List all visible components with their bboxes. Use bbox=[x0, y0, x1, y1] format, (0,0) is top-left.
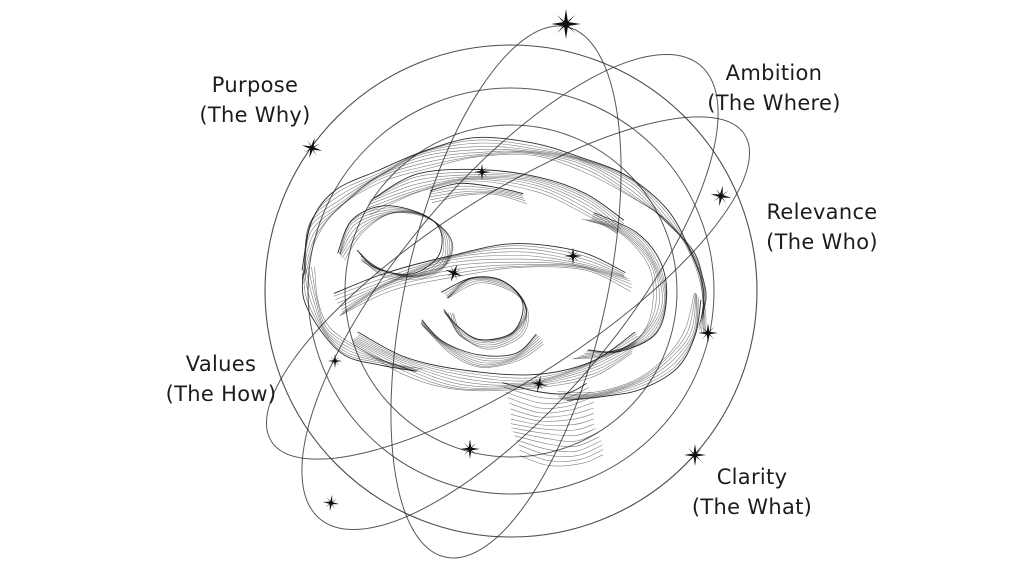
orbit-ellipse-wide bbox=[265, 116, 751, 460]
star-icon bbox=[564, 247, 582, 265]
star-icon bbox=[551, 9, 581, 39]
label-purpose-subtitle: (The Why) bbox=[199, 103, 311, 127]
orbit-ellipse-vertical bbox=[390, 25, 622, 559]
label-purpose: Purpose (The Why) bbox=[199, 70, 310, 130]
label-relevance: Relevance (The Who) bbox=[766, 197, 878, 257]
star-icon bbox=[327, 353, 343, 369]
orbit-circle-inner bbox=[344, 124, 678, 458]
orbit-circle-outer bbox=[264, 44, 758, 538]
label-values: Values (The How) bbox=[166, 349, 277, 409]
label-clarity-subtitle: (The What) bbox=[691, 495, 813, 519]
label-values-title: Values bbox=[185, 352, 257, 376]
label-purpose-title: Purpose bbox=[211, 73, 299, 97]
star-icon bbox=[708, 183, 734, 209]
brain-line-art bbox=[301, 136, 707, 467]
label-relevance-title: Relevance bbox=[766, 200, 878, 224]
label-ambition: Ambition (The Where) bbox=[707, 58, 841, 118]
label-ambition-title: Ambition bbox=[725, 61, 823, 85]
label-clarity-title: Clarity bbox=[716, 465, 788, 489]
star-icon bbox=[460, 439, 480, 459]
star-icon bbox=[698, 323, 718, 343]
label-relevance-subtitle: (The Who) bbox=[766, 230, 878, 254]
label-ambition-subtitle: (The Where) bbox=[707, 91, 841, 115]
star-icon bbox=[299, 135, 325, 161]
label-clarity: Clarity (The What) bbox=[692, 462, 812, 522]
label-values-subtitle: (The How) bbox=[165, 382, 277, 406]
star-icon bbox=[321, 493, 341, 513]
